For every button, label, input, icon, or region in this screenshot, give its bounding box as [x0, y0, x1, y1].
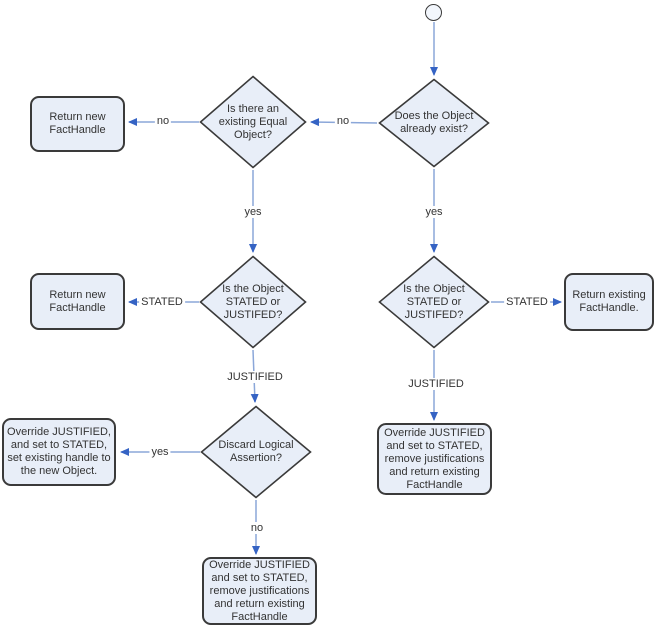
- decision-equal-object: Is there an existing Equal Object?: [199, 75, 307, 169]
- edge-label-stated-left: STATED: [139, 296, 185, 308]
- action-override-remove-justifications-bottom-label: Override JUSTIFIED and set to STATED, re…: [209, 558, 310, 623]
- edge-label-equal-yes: yes: [242, 206, 264, 218]
- edge-label-justified-left: JUSTIFIED: [225, 371, 285, 383]
- edge-label-equal-no: no: [154, 115, 172, 127]
- decision-equal-object-label: Is there an existing Equal Object?: [218, 102, 288, 141]
- diamond-shape: [199, 255, 307, 349]
- diamond-shape: [200, 405, 312, 499]
- action-override-remove-justifications-right: Override JUSTIFIED and set to STATED, re…: [377, 423, 492, 495]
- action-return-new-facthandle-top: Return new FactHandle: [30, 96, 125, 152]
- action-override-set-handle: Override JUSTIFIED, and set to STATED, s…: [2, 418, 116, 486]
- edge-label-justified-right: JUSTIFIED: [406, 378, 466, 390]
- diamond-shape: [378, 255, 490, 349]
- edge-label-exists-yes: yes: [423, 206, 445, 218]
- diamond-shape: [199, 75, 307, 169]
- decision-discard-logical-assertion: Discard Logical Assertion?: [200, 405, 312, 499]
- action-return-existing-facthandle-label: Return existing FactHandle.: [572, 289, 646, 314]
- decision-discard-logical-assertion-label: Discard Logical Assertion?: [218, 439, 294, 464]
- action-return-existing-facthandle: Return existing FactHandle.: [564, 273, 654, 331]
- decision-stated-or-justified-right-label: Is the Object STATED or JUSTIFED?: [403, 282, 465, 321]
- edge-label-discard-yes: yes: [149, 446, 171, 458]
- decision-object-exists-label: Does the Object already exist?: [394, 110, 474, 135]
- action-return-new-facthandle-mid: Return new FactHandle: [30, 273, 125, 330]
- action-return-new-facthandle-mid-label: Return new FactHandle: [49, 288, 106, 314]
- edge-label-exists-no: no: [334, 115, 352, 127]
- start-node: [425, 4, 442, 21]
- decision-stated-or-justified-right: Is the Object STATED or JUSTIFED?: [378, 255, 490, 349]
- action-override-set-handle-label: Override JUSTIFIED, and set to STATED, s…: [7, 426, 111, 477]
- action-return-new-facthandle-top-label: Return new FactHandle: [49, 111, 106, 136]
- action-override-remove-justifications-bottom: Override JUSTIFIED and set to STATED, re…: [202, 557, 317, 625]
- action-override-remove-justifications-right-label: Override JUSTIFIED and set to STATED, re…: [384, 426, 485, 491]
- edge-label-discard-no: no: [248, 522, 266, 534]
- diamond-shape: [378, 78, 490, 168]
- decision-object-exists: Does the Object already exist?: [378, 78, 490, 168]
- decision-stated-or-justified-left-label: Is the Object STATED or JUSTIFED?: [222, 282, 284, 321]
- decision-stated-or-justified-left: Is the Object STATED or JUSTIFED?: [199, 255, 307, 349]
- edge-label-stated-right: STATED: [504, 296, 550, 308]
